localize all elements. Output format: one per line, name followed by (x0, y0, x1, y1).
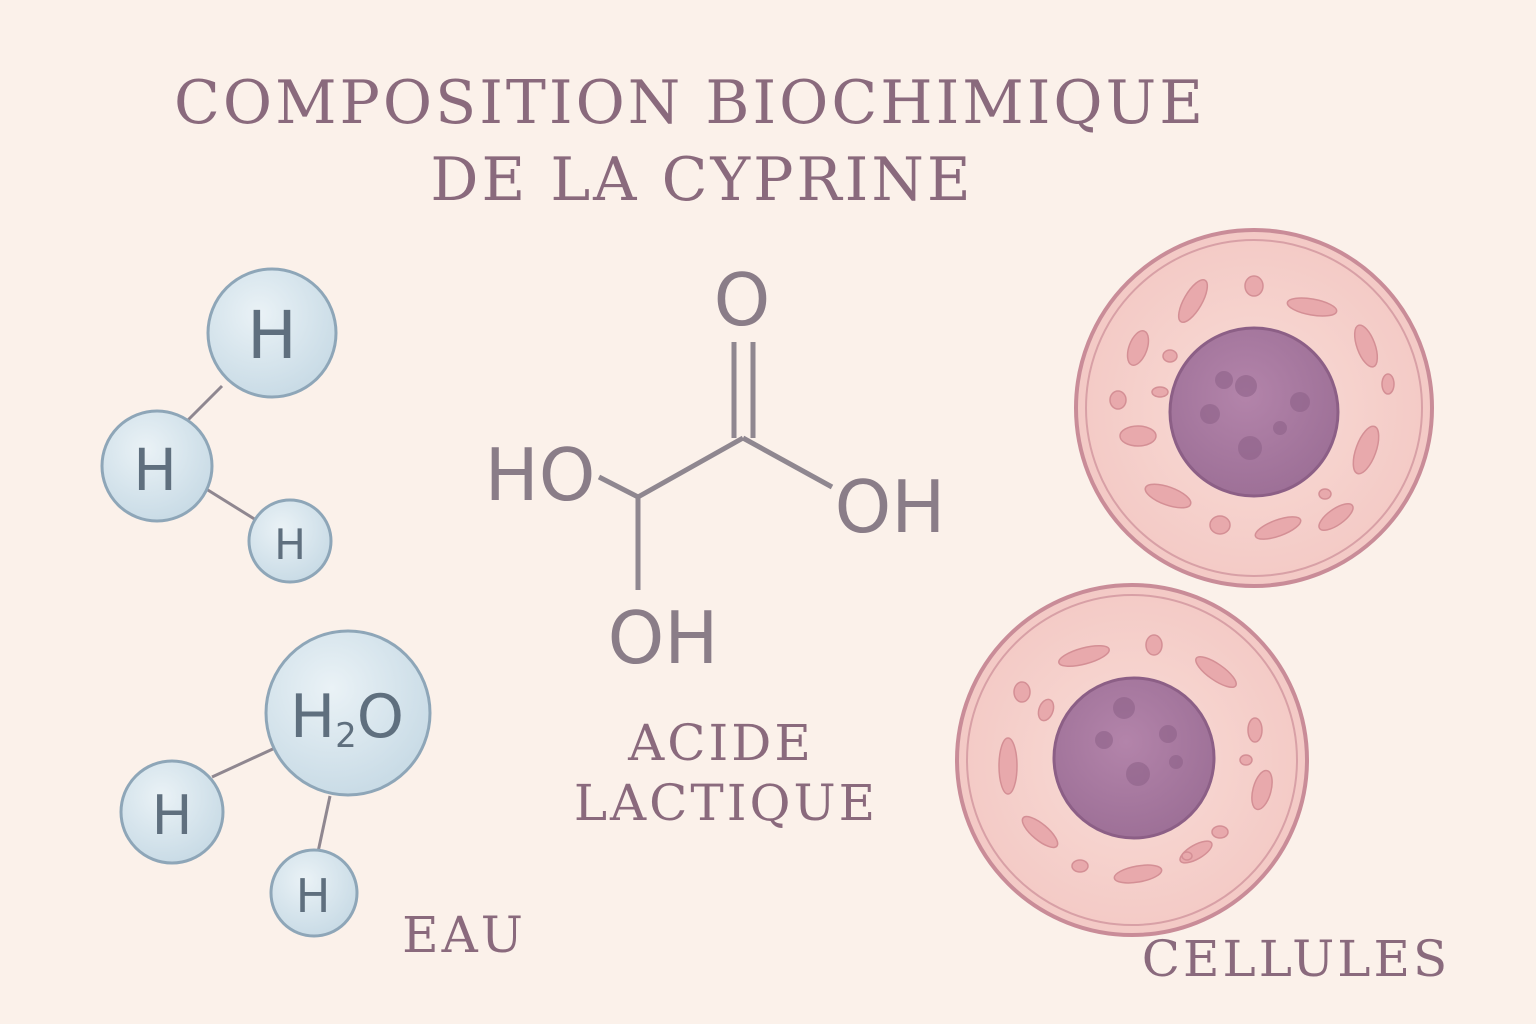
water-atom-hydrogen-bottom (269, 848, 359, 938)
organelle (1109, 390, 1127, 410)
water-atom-oxygen (264, 629, 432, 797)
bond-line (316, 795, 332, 853)
organelle (1244, 275, 1264, 297)
title-line-2: DE LA CYPRINE (430, 145, 973, 215)
organelle (1181, 851, 1193, 861)
water-molecule: H2O H H EAU (119, 629, 526, 964)
nucleus-spot (1215, 371, 1233, 389)
cell-inner-ring (966, 594, 1298, 926)
organelle (1247, 717, 1263, 743)
organelle (1126, 330, 1150, 366)
organelle (1162, 349, 1178, 363)
organelle (1058, 645, 1110, 667)
organelle (1177, 278, 1209, 324)
nucleus-spot (1273, 421, 1287, 435)
organelle (1195, 656, 1237, 688)
organelle (1144, 483, 1192, 509)
bond-line (636, 435, 745, 500)
hydroxyl-left-label: HO (485, 433, 596, 517)
water-atom-hydrogen-left (119, 759, 225, 865)
cell-nucleus (1052, 676, 1216, 840)
organelle (1119, 425, 1157, 447)
cell-nucleus (1168, 326, 1340, 498)
organelle (1286, 297, 1338, 317)
organelle (1381, 373, 1395, 395)
water-hydrogen-left-label: H (152, 784, 193, 847)
nucleus-spot (1159, 725, 1177, 743)
nucleus-spot (1113, 697, 1135, 719)
cell-inner-ring (1085, 239, 1423, 577)
organelle (1254, 516, 1302, 540)
organelle (1353, 324, 1379, 368)
bond-line (741, 435, 834, 490)
organelle (1037, 698, 1055, 722)
nucleus-spot (1235, 375, 1257, 397)
hydrogen-label-bottom: H (274, 520, 306, 569)
organelle (1209, 515, 1231, 535)
cell-top (1074, 228, 1434, 588)
nucleus-spot (1126, 762, 1150, 786)
cell-bottom (955, 583, 1309, 937)
hydrogen-atom-top (206, 267, 338, 399)
cell-organelles (1109, 275, 1395, 540)
nucleus-spot (1095, 731, 1113, 749)
hydrogen-cluster: H H H (100, 267, 338, 584)
hydrogen-label-middle: H (133, 436, 177, 504)
organelle (998, 737, 1018, 795)
lactic-acid-caption-line-2: LACTIQUE (574, 774, 878, 832)
nucleus-spot (1200, 404, 1220, 424)
bond-line (597, 474, 640, 500)
lactic-acid-structure: O HO OH OH ACIDE LACTIQUE (485, 258, 946, 832)
organelle (1013, 681, 1031, 703)
water-hydrogen-bottom-label: H (296, 869, 331, 923)
water-formula: H2O (290, 682, 404, 756)
lactic-acid-caption-line-1: ACIDE (627, 714, 814, 772)
organelle (1151, 386, 1169, 398)
organelle (1071, 859, 1089, 873)
cell-organelles (998, 634, 1273, 884)
hydrogen-atom-middle (100, 409, 214, 523)
organelle (1145, 634, 1163, 656)
nucleus-spots (1200, 371, 1310, 460)
water-formula-subscript: 2 (335, 716, 357, 756)
organelle (1251, 769, 1273, 811)
nucleus-spot (1290, 392, 1310, 412)
hydrogen-label-top: H (247, 297, 297, 374)
water-formula-o: O (357, 682, 404, 752)
organelle (1211, 825, 1229, 839)
water-caption: EAU (402, 906, 526, 964)
title-line-1: COMPOSITION BIOCHIMIQUE (174, 68, 1206, 138)
bond-line (202, 485, 257, 522)
hydroxyl-bottom-label: OH (608, 596, 719, 680)
organelle (1239, 754, 1253, 766)
hydroxyl-right-label: OH (835, 465, 946, 549)
water-formula-h: H (290, 682, 335, 752)
organelle (1318, 503, 1354, 531)
organelle (1113, 864, 1163, 884)
nucleus-spot (1238, 436, 1262, 460)
organelle (1021, 815, 1059, 849)
bond-line (211, 746, 276, 779)
cells-caption: CELLULES (1142, 930, 1451, 988)
nucleus-spot (1169, 755, 1183, 769)
bond-line (186, 384, 224, 422)
nucleus-spots (1095, 697, 1183, 786)
carbonyl-oxygen-label: O (714, 258, 771, 342)
organelle (1352, 425, 1380, 475)
organelle (1318, 488, 1332, 500)
hydrogen-atom-bottom (247, 498, 333, 584)
